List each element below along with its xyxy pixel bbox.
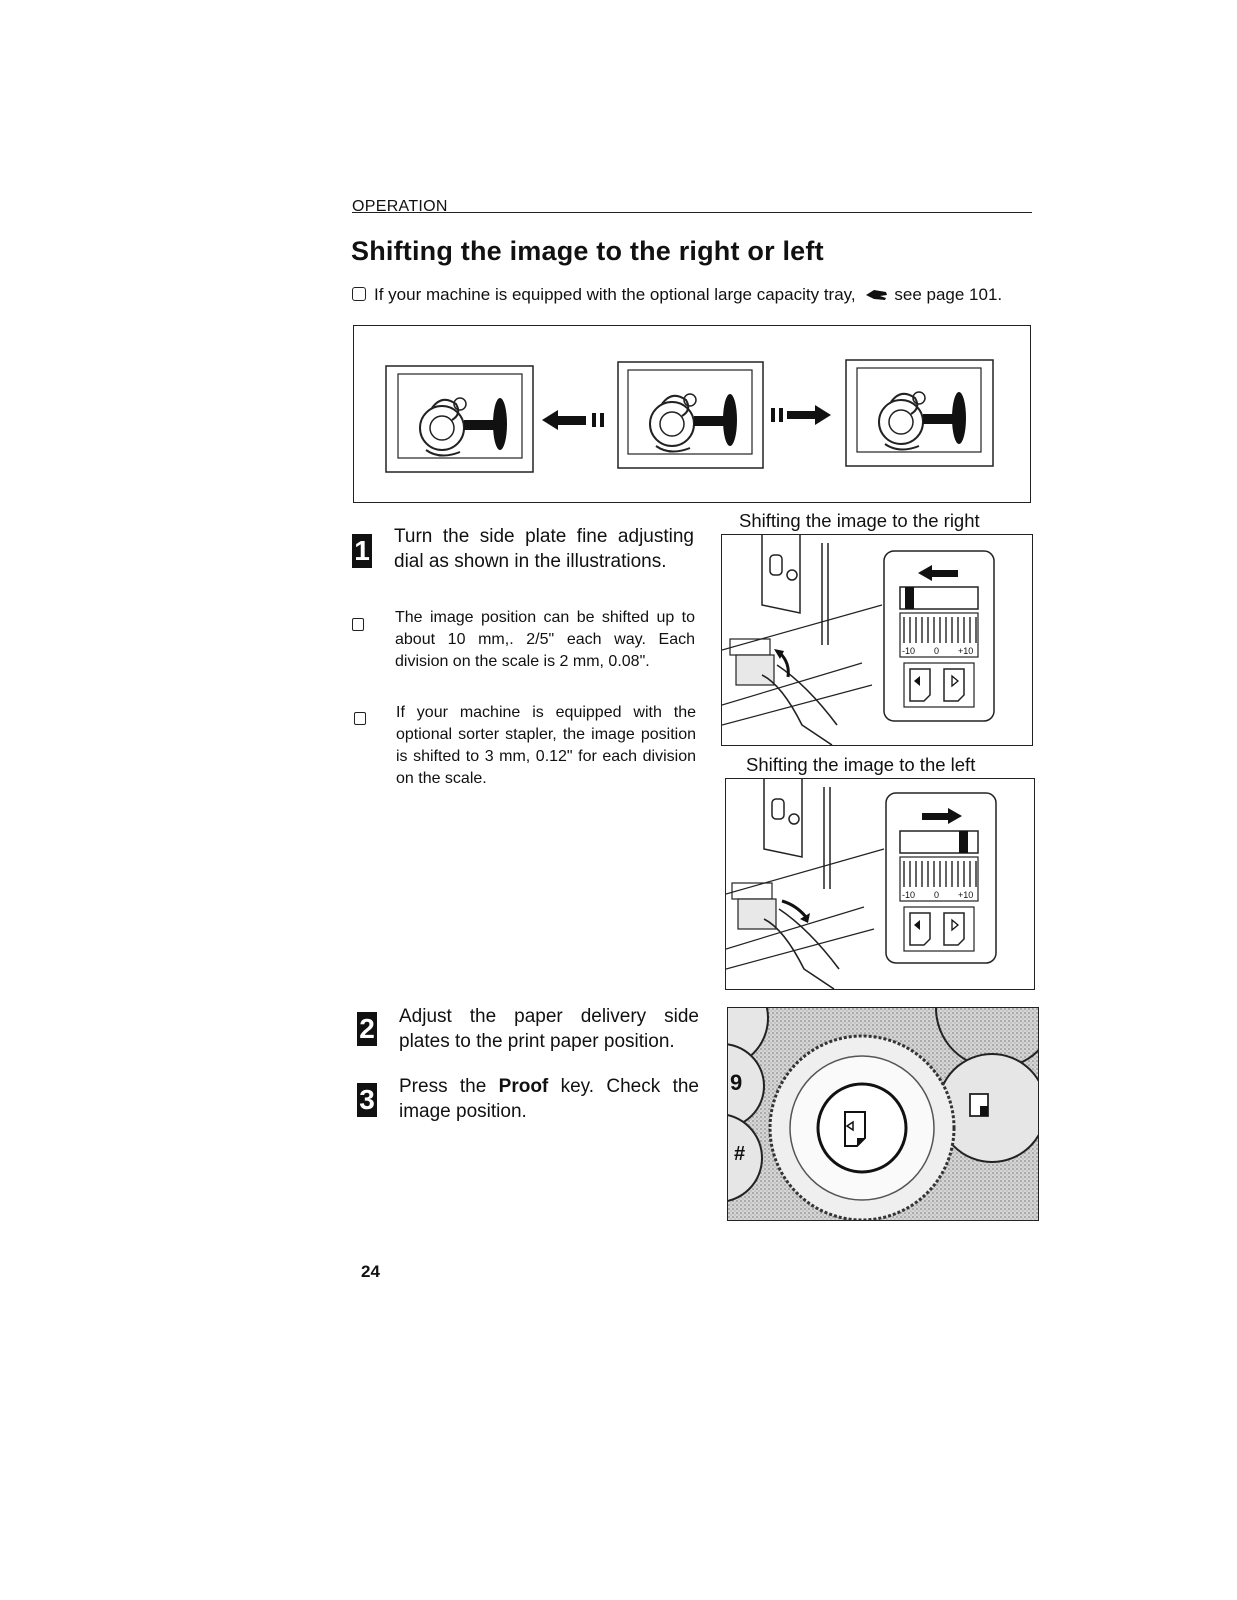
step-1-text: Turn the side plate fine adjusting dial … (394, 526, 694, 572)
arrow-left-icon (542, 410, 604, 430)
intro-note-text: If your machine is equipped with the opt… (374, 285, 856, 304)
scale-label-zero: 0 (934, 890, 939, 900)
note-1-checkbox-icon (352, 618, 364, 631)
shift-overview-figure (353, 325, 1031, 503)
step-3-text-after: key. Check the image position. (399, 1076, 699, 1122)
step-3-text: Press the Proof key. Check the image pos… (399, 1074, 699, 1124)
sample-image-center (649, 393, 738, 453)
section-label: OPERATION (352, 198, 448, 215)
step-3-number: 3 (357, 1083, 377, 1117)
keypad-9-label: 9 (730, 1070, 742, 1095)
step-2-text: Adjust the paper delivery side plates to… (399, 1006, 699, 1052)
arrow-left-icon (918, 565, 958, 581)
proof-key-label: Proof (498, 1076, 549, 1097)
intro-note: If your machine is equipped with the opt… (352, 282, 1034, 309)
page-number: 24 (361, 1262, 380, 1281)
arrow-right-icon (771, 405, 831, 425)
section-rule (352, 212, 1032, 213)
intro-note-ref: see page 101. (894, 285, 1003, 304)
caption-shift-left: Shifting the image to the left (746, 754, 976, 775)
scale-label-plus: +10 (958, 646, 973, 656)
shift-left-figure: -10 0 +10 (725, 778, 1035, 990)
note-1-text: The image position can be shifted up to … (395, 609, 695, 670)
shift-right-figure: -10 0 +10 (721, 534, 1033, 746)
step-3-text-before: Press the (399, 1076, 499, 1097)
scale-label-zero: 0 (934, 646, 939, 656)
keypad-hash-label: # (734, 1143, 745, 1165)
note-checkbox-icon (352, 287, 366, 301)
pointing-hand-icon (866, 283, 888, 309)
proof-key-icon (844, 1111, 866, 1147)
step-2-number: 2 (357, 1012, 377, 1046)
scale-label-plus: +10 (958, 890, 973, 900)
arrow-right-icon (922, 808, 962, 824)
note-2-checkbox-icon (354, 712, 366, 725)
page-title: Shifting the image to the right or left (351, 236, 824, 266)
sample-image-left (419, 397, 508, 457)
caption-shift-right: Shifting the image to the right (739, 510, 980, 531)
scale-label-minus: -10 (902, 890, 915, 900)
step-1-number: 1 (352, 534, 372, 568)
note-2-text: If your machine is equipped with the opt… (396, 704, 696, 787)
scale-label-minus: -10 (902, 646, 915, 656)
sample-image-right (878, 391, 967, 451)
proof-key-figure: 9 # (727, 1007, 1039, 1221)
